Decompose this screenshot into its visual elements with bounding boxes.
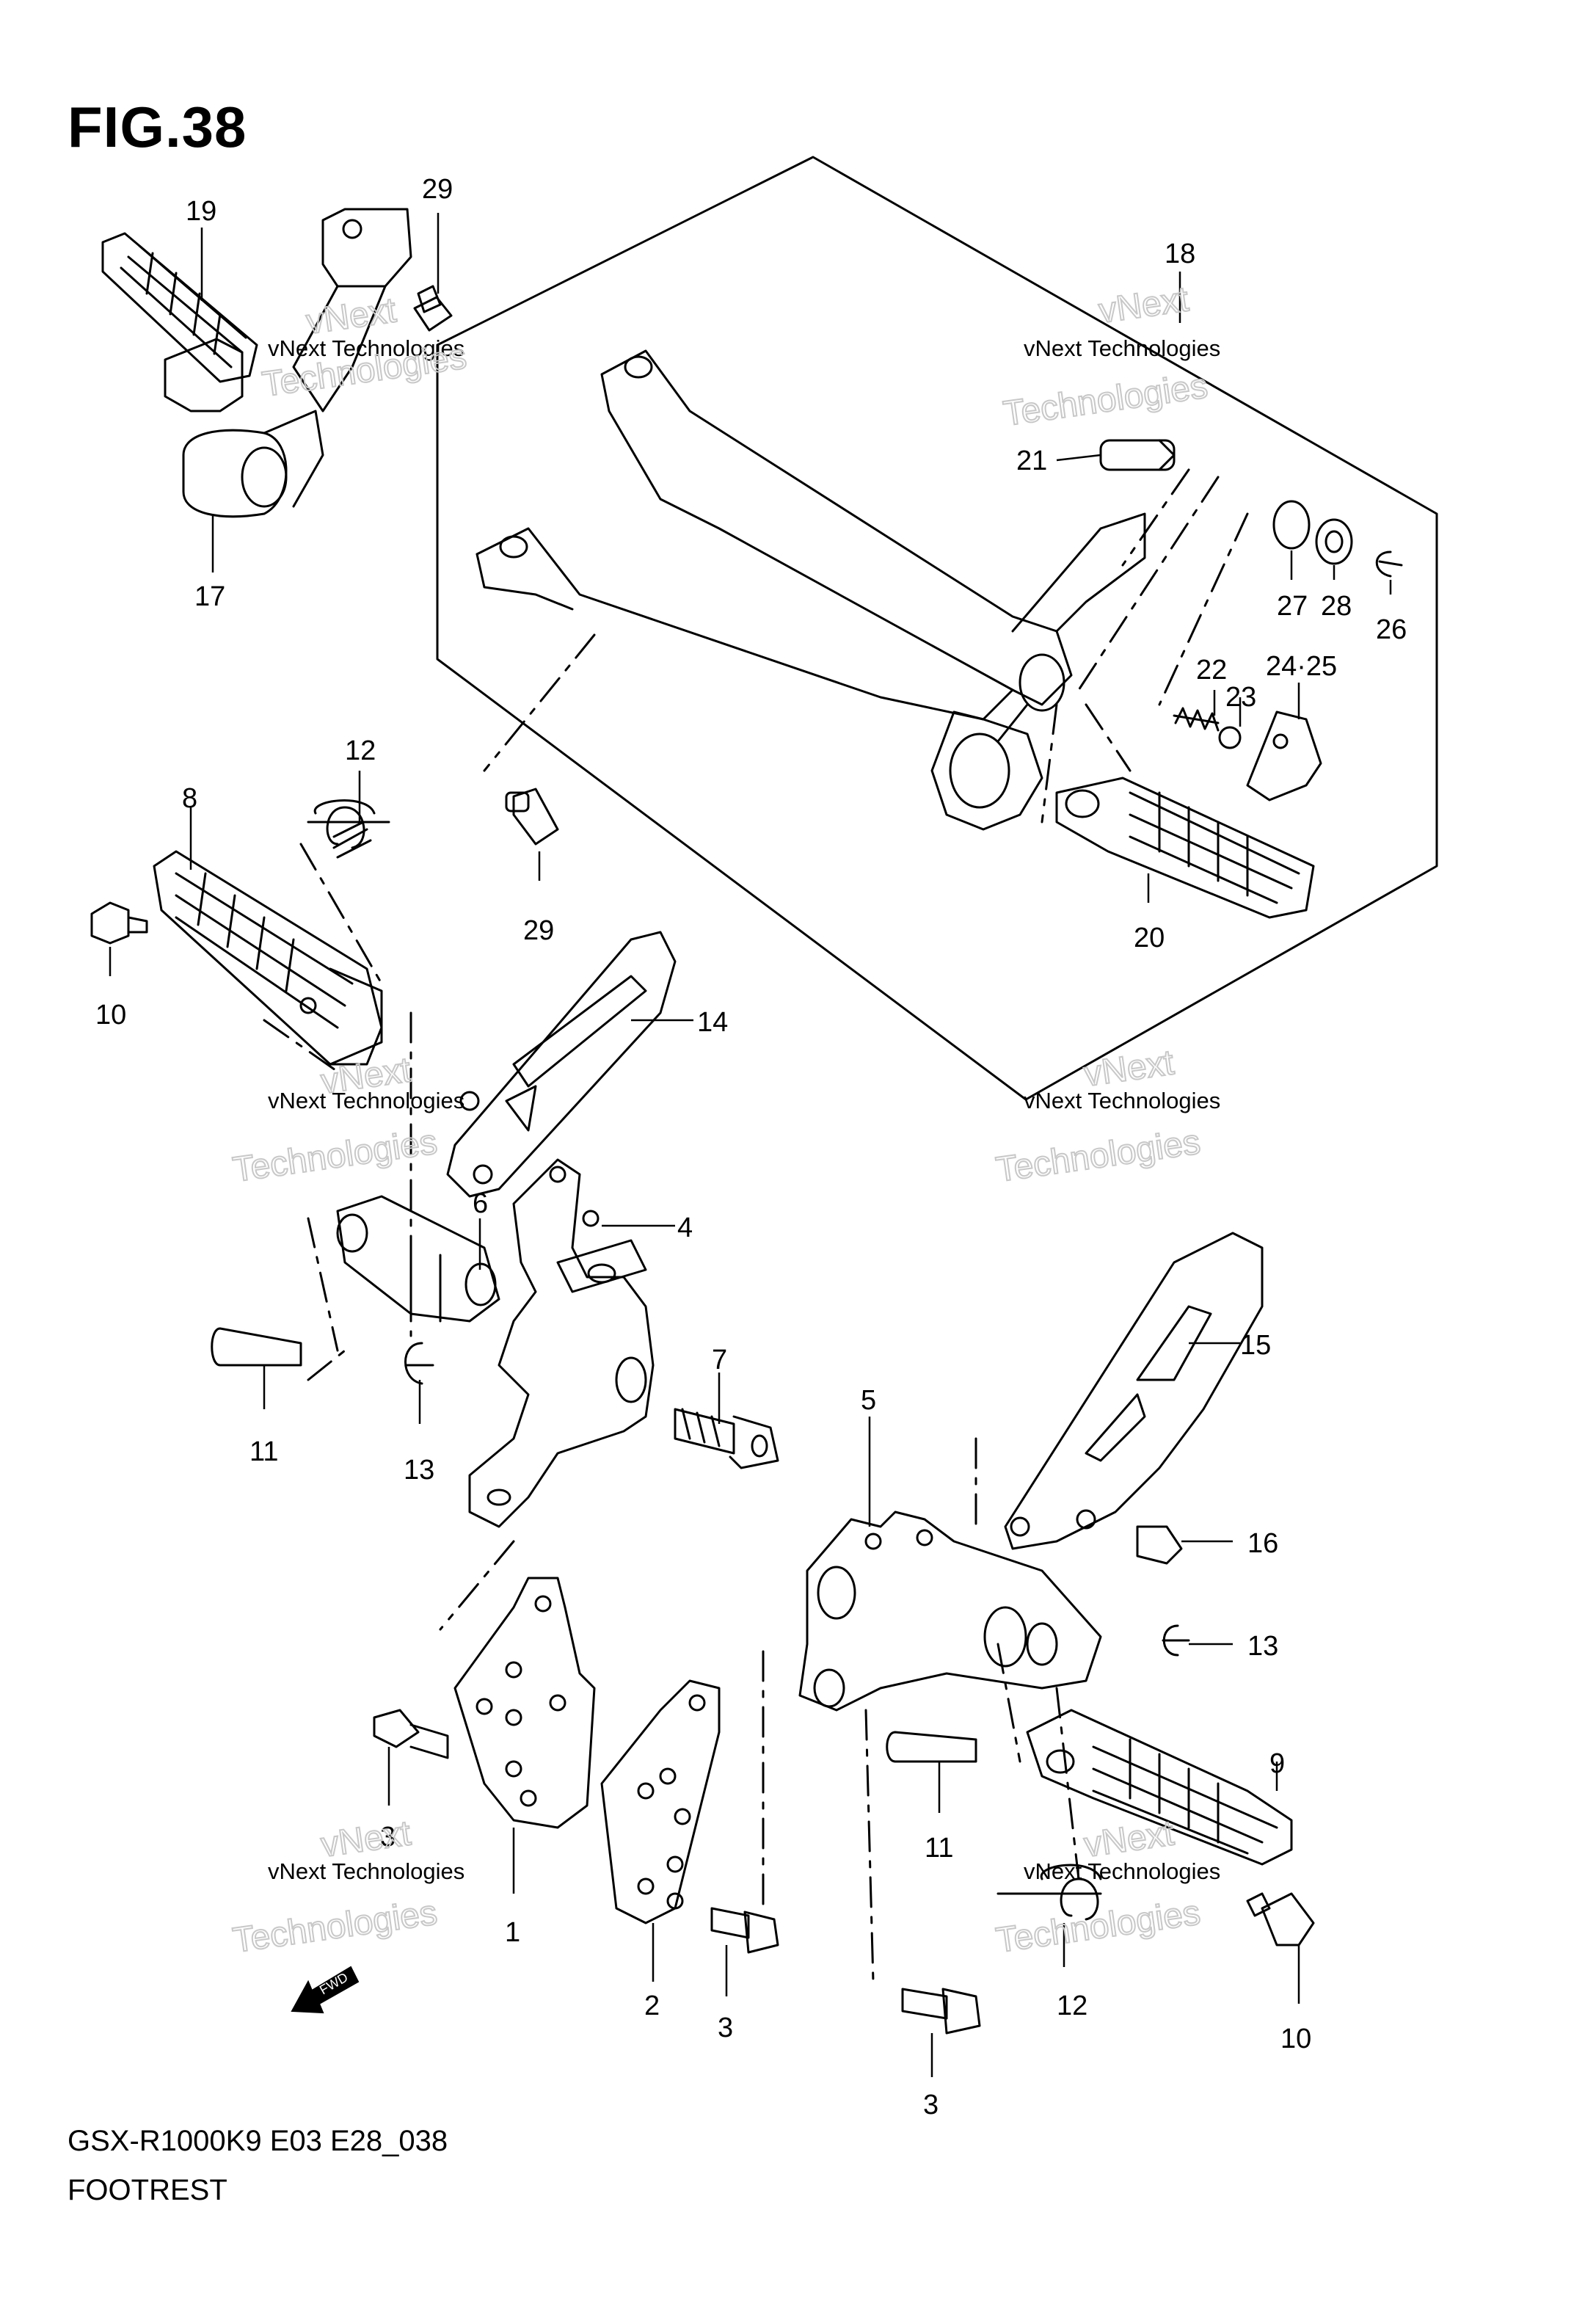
watermark-3: vNext Technologies	[268, 1088, 464, 1113]
callout-23: 23	[1225, 682, 1256, 713]
leader-lines	[109, 213, 1392, 2077]
pin-11-right	[886, 1731, 977, 1763]
callout-16: 16	[1247, 1528, 1278, 1559]
callout-7: 7	[712, 1345, 727, 1375]
ball-23	[1218, 726, 1242, 749]
bracket-5	[798, 1511, 1102, 1712]
part-18-bracket	[475, 349, 1146, 831]
bracket-4	[468, 1158, 655, 1528]
callout-3a: 3	[380, 1822, 396, 1853]
callout-29-upper: 29	[422, 174, 453, 205]
pin-11-left	[211, 1327, 302, 1367]
callout-6: 6	[473, 1188, 488, 1219]
peg-9	[1026, 1709, 1293, 1866]
watermark-6: vNext Technologies	[1024, 1858, 1220, 1884]
plate-hole	[1272, 733, 1289, 749]
watermark-2-top: vNext	[1096, 280, 1191, 331]
model-code: GSX-R1000K9 E03 E28_038	[68, 2125, 448, 2157]
watermark-1-top: vNext	[304, 291, 398, 342]
peg-20	[1055, 777, 1315, 919]
callout-8: 8	[182, 783, 197, 814]
clip-13-right	[1162, 1624, 1190, 1657]
callout-14: 14	[697, 1007, 728, 1038]
screw-29-lower	[505, 788, 559, 846]
callout-5: 5	[861, 1385, 876, 1416]
figure-title: FIG.38	[68, 95, 247, 159]
callout-27: 27	[1277, 591, 1308, 622]
callout-29-lower: 29	[523, 915, 554, 946]
pin-21	[1099, 439, 1176, 471]
callout-12-left: 12	[345, 735, 376, 766]
clip-13-left	[404, 1342, 434, 1385]
plate-2	[600, 1679, 721, 1924]
spring-12-left	[307, 799, 390, 859]
bolt-7	[674, 1408, 779, 1469]
callout-4: 4	[677, 1213, 693, 1243]
assembly-guides	[483, 468, 1249, 824]
callout-11-right: 11	[925, 1833, 953, 1864]
callout-21: 21	[1016, 446, 1047, 476]
screw-29-upper	[413, 285, 453, 332]
bracket-14	[446, 931, 677, 1198]
peg-8	[153, 850, 383, 1066]
bolt-3b	[710, 1907, 779, 1954]
plate-24-25	[1246, 710, 1322, 801]
watermark-5: vNext Technologies	[268, 1858, 464, 1884]
fwd-arrow-icon: FWD	[291, 1966, 360, 2014]
clip-26	[1375, 550, 1403, 578]
callout-22: 22	[1196, 655, 1227, 686]
screw-16	[1136, 1525, 1183, 1565]
watermark-6-top: vNext	[1082, 1814, 1176, 1865]
callout-19: 19	[186, 196, 216, 227]
bracket-15	[1004, 1232, 1264, 1550]
watermark-4: vNext Technologies	[1024, 1088, 1220, 1113]
watermark-4-big: Technologies	[994, 1122, 1203, 1189]
watermark-1: vNext Technologies	[268, 335, 464, 361]
callout-28: 28	[1321, 591, 1352, 622]
callout-13-right: 13	[1247, 1631, 1278, 1662]
figure-name: FOOTREST	[68, 2174, 227, 2206]
callout-1: 1	[505, 1917, 520, 1948]
callout-3b: 3	[718, 2013, 733, 2043]
callout-2: 2	[644, 1991, 660, 2021]
watermark-4-top: vNext	[1082, 1043, 1176, 1094]
callout-20: 20	[1134, 923, 1165, 953]
lower-guides	[263, 843, 1080, 1983]
bolt-3c	[901, 1988, 981, 2035]
assembly-outline	[436, 156, 1438, 1101]
watermark-5-top: vNext	[318, 1814, 413, 1865]
watermark-3-big: Technologies	[230, 1122, 440, 1189]
callout-24-25: 24·25	[1266, 651, 1337, 682]
callouts: 19 17 29 18 21 27 28 26 22 23 24·25 20 2…	[95, 174, 1407, 2120]
spring-22	[1173, 707, 1220, 732]
washer-28-hole	[1324, 530, 1344, 553]
callout-15: 15	[1240, 1330, 1271, 1361]
callout-10-left: 10	[95, 1000, 126, 1030]
watermark-2-big: Technologies	[1001, 366, 1210, 433]
callout-17: 17	[194, 581, 225, 612]
bolt-3a	[373, 1709, 449, 1759]
callout-11-left: 11	[249, 1436, 278, 1467]
plate-1	[453, 1577, 596, 1829]
ring-27	[1272, 500, 1311, 550]
watermark-5-big: Technologies	[230, 1893, 440, 1960]
washer-28	[1315, 518, 1353, 565]
callout-10-right: 10	[1280, 2024, 1311, 2054]
cap-10-left	[90, 901, 148, 945]
callout-26: 26	[1376, 614, 1407, 645]
watermark-2: vNext Technologies	[1024, 335, 1220, 361]
part-19-assembly	[101, 208, 412, 518]
callout-18: 18	[1165, 239, 1195, 269]
callout-13-left: 13	[404, 1455, 434, 1486]
cap-10-right	[1246, 1892, 1315, 1946]
callout-9: 9	[1269, 1748, 1285, 1779]
callout-12-right: 12	[1057, 1991, 1087, 2021]
callout-3c: 3	[923, 2090, 939, 2120]
